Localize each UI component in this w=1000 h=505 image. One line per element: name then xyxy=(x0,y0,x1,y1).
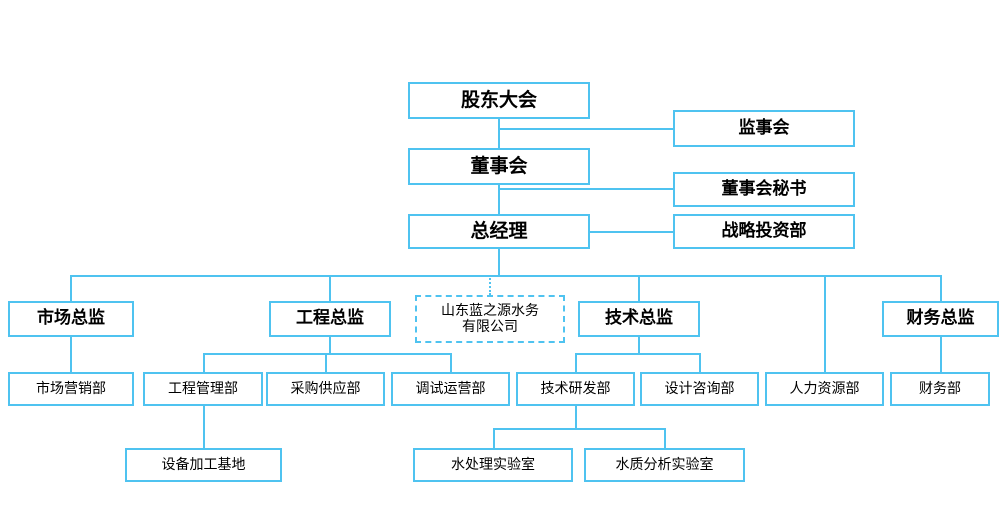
node-hr-dept[interactable]: 人力资源部 xyxy=(765,372,884,406)
node-engineering-director[interactable]: 工程总监 xyxy=(269,301,391,337)
node-label: 采购供应部 xyxy=(290,380,361,397)
node-label: 监事会 xyxy=(738,117,790,138)
node-tech-rd-dept[interactable]: 技术研发部 xyxy=(516,372,635,406)
node-marketing-sales-dept[interactable]: 市场营销部 xyxy=(8,372,134,406)
node-label: 市场总监 xyxy=(37,308,105,329)
node-label: 战略投资部 xyxy=(721,220,807,241)
node-label: 股东大会 xyxy=(460,88,537,111)
node-label: 财务部 xyxy=(919,380,961,397)
node-label: 工程总监 xyxy=(296,308,364,329)
connector-finance-director-to-dept xyxy=(940,337,942,372)
node-technical-director[interactable]: 技术总监 xyxy=(578,301,700,337)
node-label: 人力资源部 xyxy=(789,380,860,397)
node-commissioning-ops-dept[interactable]: 调试运营部 xyxy=(391,372,510,406)
node-label: 水处理实验室 xyxy=(451,456,535,473)
connector-drop-technical-director xyxy=(638,275,640,301)
connector-engineering-director-down xyxy=(329,337,331,353)
node-label: 市场营销部 xyxy=(36,380,106,397)
connector-tech-rd-down xyxy=(575,406,577,428)
connector-to-supervisors xyxy=(498,128,673,130)
connector-drop-procurement xyxy=(325,353,327,372)
node-label: 董事会 xyxy=(470,154,528,177)
connector-drop-engineering-mgmt xyxy=(203,353,205,372)
node-label: 总经理 xyxy=(470,219,528,242)
node-shareholders-meeting[interactable]: 股东大会 xyxy=(408,82,590,119)
connector-marketing-director-to-dept xyxy=(70,337,72,372)
connector-drop-tech-rd xyxy=(575,353,577,372)
node-label: 技术研发部 xyxy=(540,380,611,397)
connector-drop-finance-director xyxy=(940,275,942,301)
connector-drop-design-consulting xyxy=(699,353,701,372)
node-finance-dept[interactable]: 财务部 xyxy=(890,372,990,406)
connector-technical-sub-bar xyxy=(575,353,700,355)
node-label: 财务总监 xyxy=(906,308,975,329)
node-label: 设计咨询部 xyxy=(664,380,735,397)
node-label: 技术总监 xyxy=(605,308,673,329)
connector-drop-company-name xyxy=(489,275,491,295)
node-marketing-director[interactable]: 市场总监 xyxy=(8,301,134,337)
connector-drop-hr xyxy=(824,275,826,372)
node-label: 调试运营部 xyxy=(415,380,486,397)
node-company-name: 山东蓝之源水务 有限公司 xyxy=(415,295,565,343)
node-board-of-directors[interactable]: 董事会 xyxy=(408,148,590,185)
node-board-of-supervisors[interactable]: 监事会 xyxy=(673,110,855,147)
node-label: 水质分析实验室 xyxy=(615,456,714,473)
connector-engineering-mgmt-to-base xyxy=(203,406,205,448)
node-design-consulting-dept[interactable]: 设计咨询部 xyxy=(640,372,759,406)
connector-technical-director-down xyxy=(638,337,640,353)
node-finance-director[interactable]: 财务总监 xyxy=(882,301,999,337)
node-label: 工程管理部 xyxy=(168,380,238,397)
connector-shareholders-to-board xyxy=(498,119,500,148)
node-engineering-mgmt-dept[interactable]: 工程管理部 xyxy=(143,372,263,406)
company-name-line-1: 山东蓝之源水务 xyxy=(441,302,539,319)
connector-lab-bar xyxy=(493,428,665,430)
connector-to-strategic-investment xyxy=(590,231,673,233)
connector-director-distribution-bar xyxy=(70,275,940,277)
connector-to-board-secretary xyxy=(498,188,673,190)
connector-drop-marketing-director xyxy=(70,275,72,301)
company-name-line-2: 有限公司 xyxy=(462,319,518,335)
connector-drop-commissioning xyxy=(450,353,452,372)
connector-drop-water-quality-lab xyxy=(664,428,666,448)
node-water-treatment-lab[interactable]: 水处理实验室 xyxy=(413,448,573,482)
connector-drop-water-treatment-lab xyxy=(493,428,495,448)
connector-drop-engineering-director xyxy=(329,275,331,301)
node-board-secretary[interactable]: 董事会秘书 xyxy=(673,172,855,207)
node-label: 设备加工基地 xyxy=(161,456,246,473)
node-general-manager[interactable]: 总经理 xyxy=(408,214,590,249)
connector-engineering-sub-bar xyxy=(203,353,452,355)
node-label: 董事会秘书 xyxy=(721,178,807,199)
node-strategic-investment-dept[interactable]: 战略投资部 xyxy=(673,214,855,249)
connector-gm-down xyxy=(498,249,500,276)
connector-board-to-gm xyxy=(498,185,500,214)
node-water-quality-lab[interactable]: 水质分析实验室 xyxy=(584,448,745,482)
node-equipment-processing-base[interactable]: 设备加工基地 xyxy=(125,448,282,482)
node-procurement-supply-dept[interactable]: 采购供应部 xyxy=(266,372,385,406)
